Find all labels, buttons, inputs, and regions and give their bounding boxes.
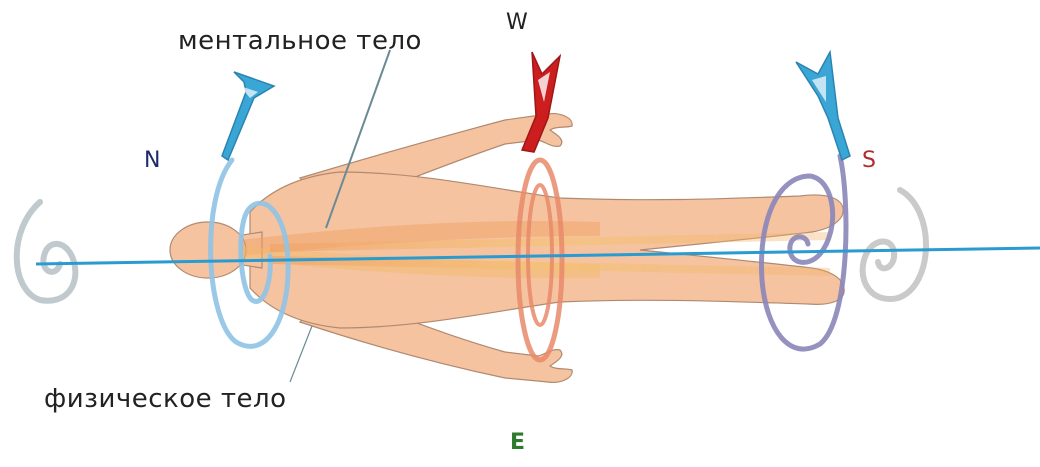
north-arrow-icon — [222, 72, 274, 160]
head — [170, 222, 246, 278]
south-arrow-icon — [796, 52, 850, 160]
south-label: S — [862, 148, 876, 173]
left-outer-spiral — [17, 202, 76, 301]
right-outer-spiral — [863, 190, 926, 299]
east-label: E — [510, 430, 525, 455]
physical-body-label: физическое тело — [44, 384, 287, 414]
west-label: W — [506, 10, 528, 35]
physical-body-pointer — [290, 326, 312, 382]
north-label: N — [144, 148, 160, 173]
mental-body-label: ментальное тело — [178, 26, 422, 56]
